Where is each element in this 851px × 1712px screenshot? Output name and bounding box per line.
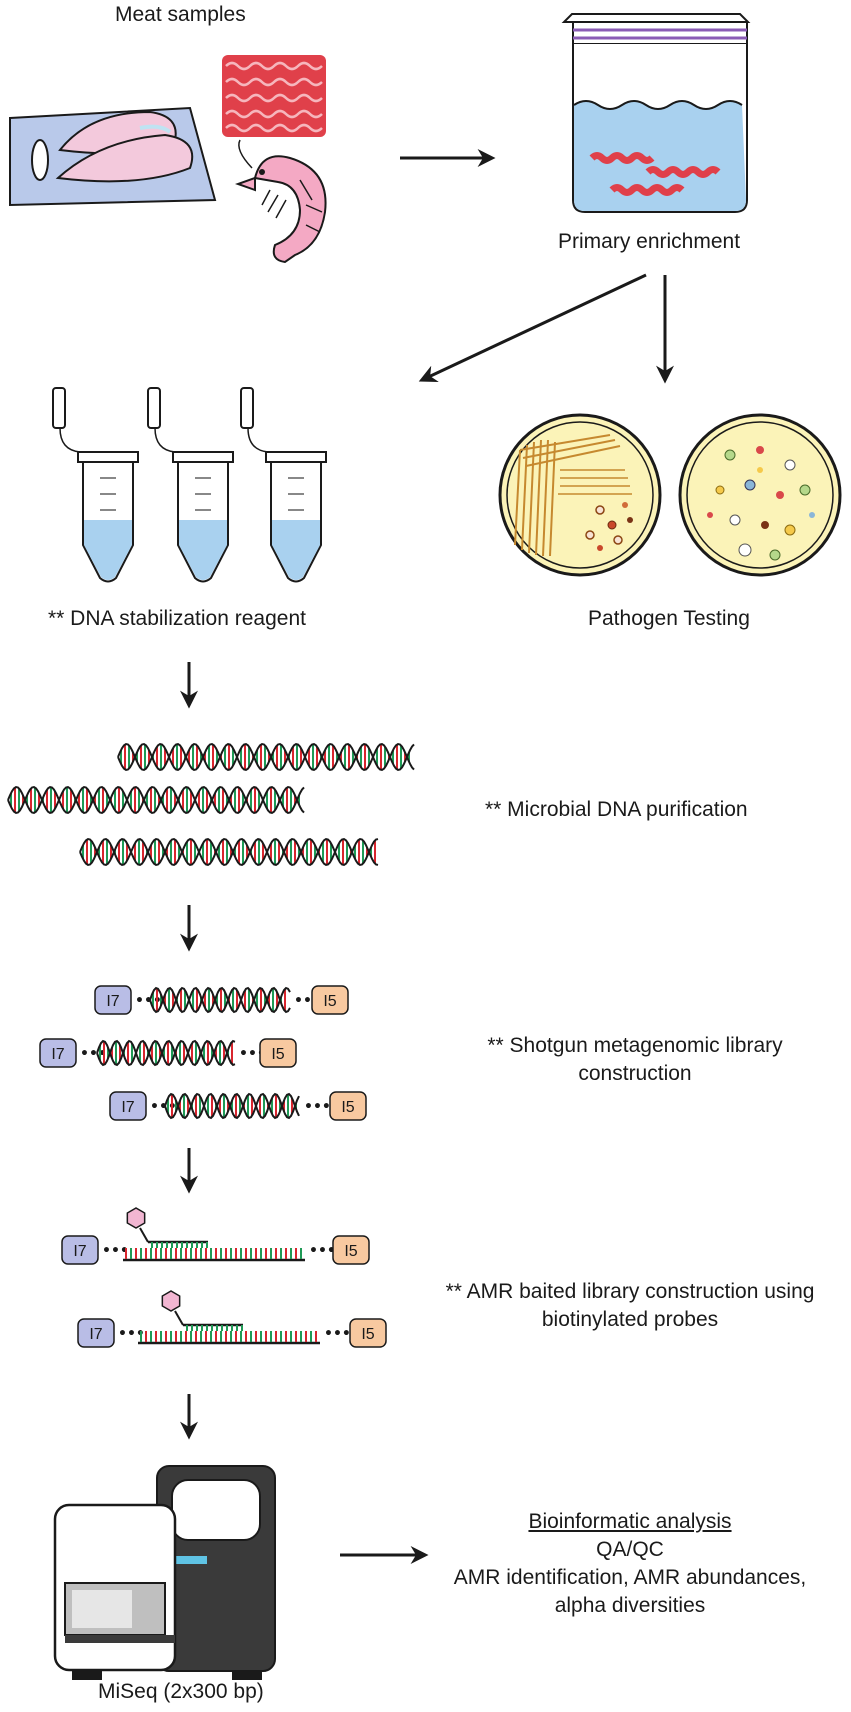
adapter-label: I5 (361, 1326, 374, 1343)
petri-dish-streak-icon (498, 413, 662, 577)
petri-dish-colonies-icon (678, 413, 842, 577)
label-sequencer: MiSeq (2x300 bp) (98, 1680, 264, 1703)
adapter-i5-badge: I5 (311, 985, 349, 1015)
label-primary-enrichment: Primary enrichment (558, 230, 741, 253)
label-amr-baited-library: ** AMR baited library construction using… (445, 1280, 815, 1331)
label-dna-stabilization: ** DNA stabilization reagent (48, 607, 306, 630)
adapter-i7-badge: I7 (109, 1091, 147, 1121)
bioinformatics-title: Bioinformatic analysis (528, 1510, 732, 1533)
dna-helix-icon (149, 986, 291, 1014)
dna-helix-icon (164, 1092, 300, 1120)
dna-helix-group (7, 742, 415, 867)
adapter-label: I7 (89, 1326, 102, 1343)
adapter-dots: ••• (135, 993, 162, 1009)
dna-helix-icon (79, 837, 379, 867)
adapter-dots: ••• (80, 1046, 107, 1062)
tube-icon (147, 387, 234, 583)
adapter-dots: ••• (150, 1099, 177, 1115)
arrow-to-stabilization (418, 273, 647, 383)
bioinformatics-line-amr: AMR identification, AMR abundances, (453, 1566, 807, 1589)
label-shotgun-library: ** Shotgun metagenomic library construct… (487, 1034, 783, 1085)
ground-meat-icon (222, 55, 326, 137)
adapter-label: I7 (106, 993, 119, 1010)
adapter-dots: ••• (118, 1326, 145, 1342)
baited-fragment (123, 1248, 305, 1262)
label-meat-samples: Meat samples (115, 3, 246, 26)
bioinformatics-line-alpha: alpha diversities (554, 1594, 706, 1617)
adapter-dots: ••• (309, 1243, 336, 1259)
adapter-i7-badge: I7 (77, 1318, 115, 1348)
adapter-dots: ••• (102, 1243, 129, 1259)
enrichment-jar-icon (561, 13, 751, 213)
baited-fragment (138, 1331, 320, 1345)
adapter-label: I5 (344, 1243, 357, 1260)
dna-helix-icon (7, 785, 305, 815)
biotinylated-probe-icon (126, 1207, 208, 1248)
adapter-dots: ••• (304, 1099, 331, 1115)
label-pathogen-testing: Pathogen Testing (588, 607, 750, 630)
adapter-label: I5 (271, 1046, 284, 1063)
meat-samples-illustration (9, 55, 327, 264)
adapter-label: I7 (121, 1099, 134, 1116)
adapter-label: I5 (341, 1099, 354, 1116)
bioinformatics-block: Bioinformatic analysis QA/QC AMR identif… (430, 1508, 830, 1620)
adapter-i7-badge: I7 (39, 1038, 77, 1068)
miseq-sequencer-icon (53, 1465, 276, 1680)
adapter-i7-badge: I7 (61, 1235, 99, 1265)
shrimp-icon (234, 139, 327, 264)
adapter-label: I7 (51, 1046, 64, 1063)
adapter-i5-badge: I5 (349, 1318, 387, 1348)
adapter-dots: ••• (324, 1326, 351, 1342)
adapter-dots: ••• (239, 1046, 266, 1062)
adapter-i7-badge: I7 (94, 985, 132, 1015)
adapter-label: I5 (323, 993, 336, 1010)
bioinformatics-line-qaqc: QA/QC (596, 1538, 664, 1561)
adapter-i5-badge: I5 (259, 1038, 297, 1068)
adapter-i5-badge: I5 (329, 1091, 367, 1121)
biotinylated-probe-icon (161, 1290, 243, 1331)
dna-helix-icon (117, 742, 415, 772)
tube-icon (52, 387, 139, 583)
adapter-i5-badge: I5 (332, 1235, 370, 1265)
adapter-group: I7••••••I5I7••••••I5I7••••••I5I7••••••I5… (39, 985, 387, 1348)
adapter-label: I7 (73, 1243, 86, 1260)
tube-icon (240, 387, 327, 583)
dna-helix-icon (96, 1039, 236, 1067)
label-microbial-dna-purification: ** Microbial DNA purification (485, 798, 748, 821)
